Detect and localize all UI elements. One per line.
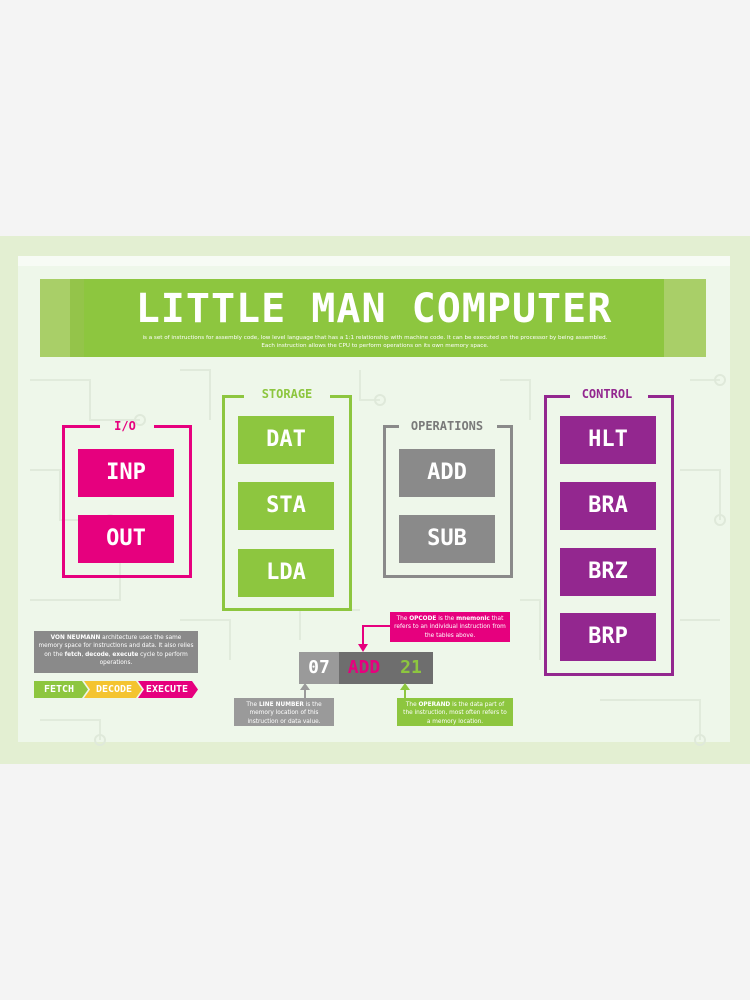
operand-note: The OPERAND is the data part of the inst…	[397, 698, 513, 726]
op-dat: DAT	[238, 416, 334, 464]
page-subtitle: is a set of instructions for assembly co…	[142, 335, 608, 349]
operations-label: OPERATIONS	[410, 419, 484, 433]
page-title: LITTLE MAN COMPUTER	[135, 286, 613, 332]
op-inp: INP	[78, 449, 174, 497]
instruction-line-number: 07	[299, 652, 339, 684]
control-label: CONTROL	[581, 387, 633, 401]
cycle-arrows	[34, 681, 198, 698]
line-number-note: The LINE NUMBER is the memory location o…	[234, 698, 334, 726]
opcode-note: The OPCODE is the mnemonic that refers t…	[390, 612, 510, 642]
von-neumann-note: VON NEUMANN architecture uses the same m…	[34, 631, 198, 673]
instruction-opcode: ADD	[339, 652, 389, 684]
op-bra: BRA	[560, 482, 656, 530]
op-hlt: HLT	[560, 416, 656, 464]
control-bracket	[544, 395, 674, 676]
op-brp: BRP	[560, 613, 656, 661]
op-lda: LDA	[238, 549, 334, 597]
instruction-operand: 21	[389, 652, 433, 684]
op-sub: SUB	[399, 515, 495, 563]
title-banner	[84, 279, 664, 357]
io-label: I/O	[114, 419, 136, 433]
cycle-execute: EXECUTE	[145, 684, 189, 695]
op-add: ADD	[399, 449, 495, 497]
operations-bracket	[383, 425, 513, 578]
cycle-fetch: FETCH	[43, 684, 75, 695]
op-out: OUT	[78, 515, 174, 563]
storage-bracket	[222, 395, 352, 611]
von-neumann-lead: VON NEUMANN	[50, 635, 101, 641]
io-bracket	[62, 425, 192, 578]
storage-label: STORAGE	[261, 387, 313, 401]
op-brz: BRZ	[560, 548, 656, 596]
cycle-decode: DECODE	[95, 684, 133, 695]
op-sta: STA	[238, 482, 334, 530]
